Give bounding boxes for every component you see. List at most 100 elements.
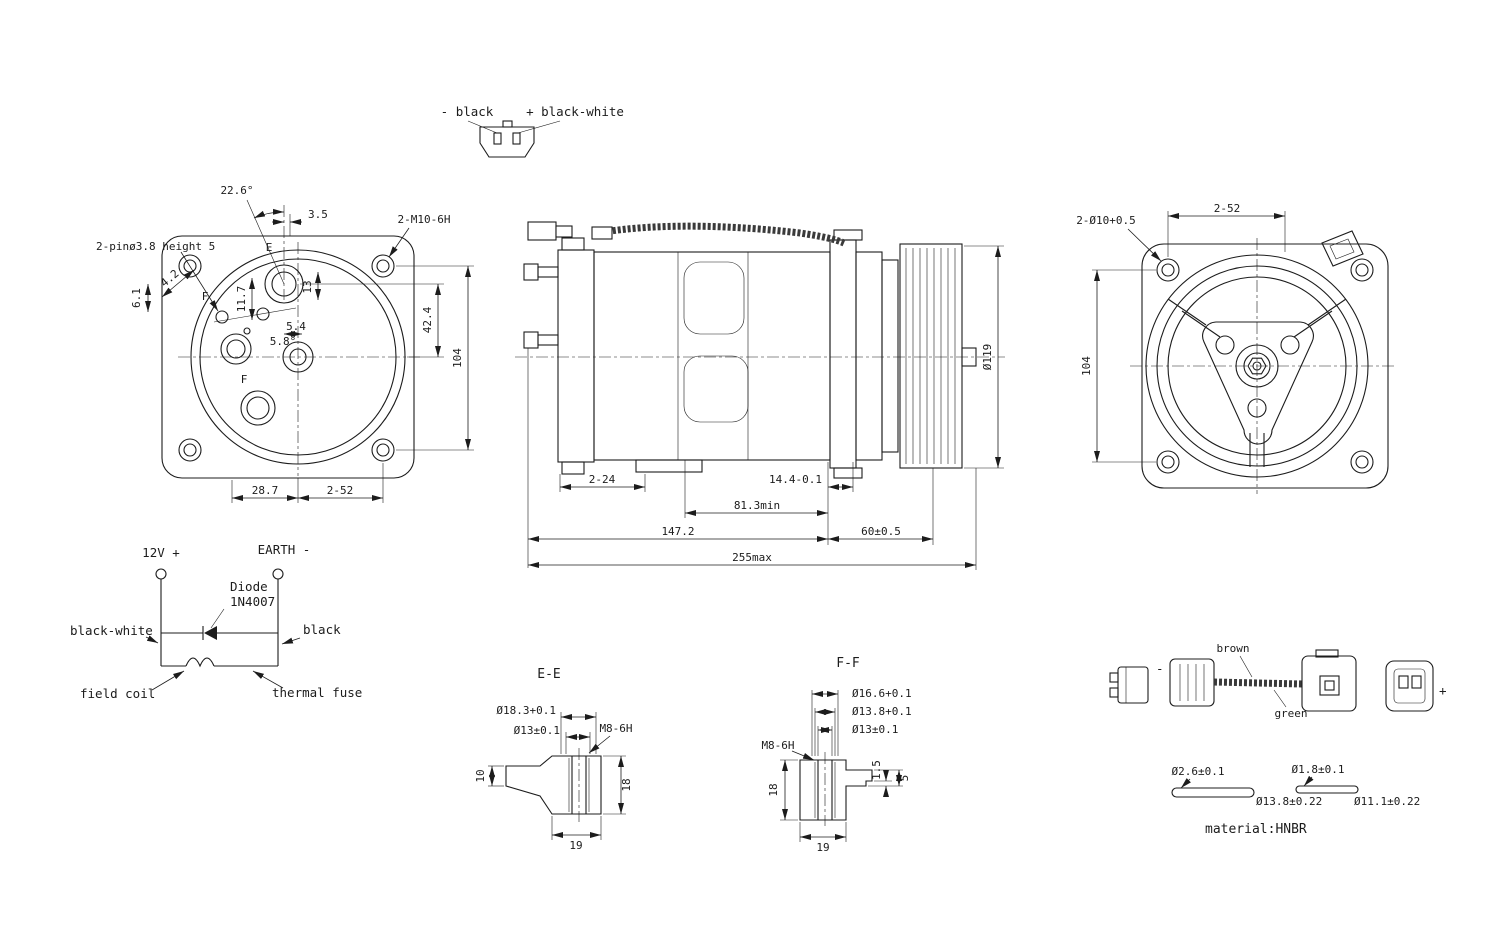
clutch-armature <box>881 259 899 453</box>
mini-connector <box>1117 666 1149 704</box>
dim-255: 255max <box>732 551 772 564</box>
front-view: 22.6° 3.5 2-M10-6H 2-pinø3.8 height 5 4.… <box>96 184 474 503</box>
oring-right <box>1295 785 1359 794</box>
mating-connector <box>1385 660 1434 712</box>
mounting-foot <box>635 459 703 473</box>
section-marker-f2: F <box>241 373 248 386</box>
section-ee: E-E Ø18.3+0.1 Ø13±0.1 M8-6H 10 18 19 <box>474 667 633 852</box>
thermal-fuse-label: thermal fuse <box>272 685 362 700</box>
section-marker-e: E <box>266 241 273 254</box>
clutch-plate <box>1202 321 1314 445</box>
fitting-bottom <box>523 331 539 349</box>
dim-pulley-dia: Ø119 <box>981 344 994 371</box>
wire-harness <box>597 222 846 247</box>
dim-5-4: 5.4 <box>286 320 306 333</box>
wire-right-label: black <box>303 622 341 637</box>
dim-2-52-front: 2-52 <box>327 484 354 497</box>
dim-22-6: 22.6° <box>220 184 253 197</box>
field-coil-label: field coil <box>80 686 155 701</box>
pin-2 <box>256 307 270 321</box>
harness-negative-label: - <box>1156 661 1164 676</box>
ff-dim-19: 19 <box>816 841 829 854</box>
front-head <box>829 239 857 469</box>
harness-connector <box>527 221 557 241</box>
dim-28-7: 28.7 <box>252 484 279 497</box>
harness-plug <box>1301 655 1357 712</box>
wire-brown-label: brown <box>1216 642 1249 655</box>
supply-terminal <box>155 568 167 580</box>
connector-bracket <box>1321 230 1364 267</box>
ee-dim-10: 10 <box>474 769 487 782</box>
power-plug-symbol: - black + black-white <box>441 104 624 158</box>
ee-dim-19: 19 <box>569 839 582 852</box>
ff-dia-13: Ø13±0.1 <box>852 723 898 736</box>
supply-label: 12V + <box>142 545 180 560</box>
field-coil-symbol <box>185 657 215 668</box>
harness-detail: - brown green + <box>1109 642 1447 720</box>
section-ff: F-F Ø16.6+0.1 Ø13.8+0.1 Ø13±0.1 M8-6H 18… <box>761 656 911 854</box>
oring-left <box>1171 787 1255 798</box>
diode-symbol <box>204 626 217 640</box>
dim-11-7: 11.7 <box>235 286 248 313</box>
shaft-nut <box>1247 357 1267 375</box>
plug-shell <box>479 126 535 158</box>
diode-part: 1N4007 <box>230 594 275 609</box>
clutch-view: 2-Ø10+0.5 2-52 104 <box>1076 202 1396 494</box>
pin-callout: 2-pinø3.8 height 5 <box>96 240 215 253</box>
dim-14-4: 14.4-0.1 <box>769 473 822 486</box>
thread-callout: 2-M10-6H <box>398 213 451 226</box>
harness-wire <box>1213 678 1303 688</box>
dim-81-3: 81.3min <box>734 499 780 512</box>
oring-right-cs-label: Ø1.8±0.1 <box>1292 763 1345 776</box>
ff-dia-13-8: Ø13.8+0.1 <box>852 705 912 718</box>
plug-notch <box>502 120 513 128</box>
section-ff-body <box>799 759 873 821</box>
ee-dia-13: Ø13±0.1 <box>514 724 560 737</box>
ff-dim-18: 18 <box>767 783 780 796</box>
dim-6-1: 6.1 <box>130 288 143 308</box>
pulley <box>899 243 963 469</box>
plug-pin-neg <box>493 132 502 145</box>
side-view: 2-24 14.4-0.1 81.3min 147.2 60±0.5 255ma… <box>515 221 1005 570</box>
ee-thread: M8-6H <box>599 722 632 735</box>
ee-dim-18: 18 <box>620 778 633 791</box>
dim-2-52-clutch: 2-52 <box>1214 202 1241 215</box>
oring-details: Ø2.6±0.1 Ø13.8±0.22 Ø1.8±0.1 Ø11.1±0.22 … <box>1171 763 1420 837</box>
dim-3-5: 3.5 <box>308 208 328 221</box>
earth-label: EARTH - <box>258 542 311 557</box>
material-label: material:HNBR <box>1205 822 1307 837</box>
ff-thread: M8-6H <box>761 739 794 752</box>
dim-5-8: 5.8° <box>270 335 297 348</box>
dim-42-4: 42.4 <box>421 306 434 333</box>
wire-left-label: black-white <box>70 623 153 638</box>
harness-connector-body <box>1169 658 1215 707</box>
plug-pin-pos <box>512 132 521 145</box>
dim-2-24: 2-24 <box>589 473 616 486</box>
dim-104-front: 104 <box>451 348 464 368</box>
ff-dim-5: 5 <box>898 775 911 782</box>
dim-147-2: 147.2 <box>661 525 694 538</box>
earth-terminal <box>272 568 284 580</box>
oring-left-cs-label: Ø2.6±0.1 <box>1172 765 1225 778</box>
section-marker-f: F <box>202 290 209 303</box>
dim-60: 60±0.5 <box>861 525 901 538</box>
pin-1 <box>215 310 229 324</box>
oring-right-id-label: Ø11.1±0.22 <box>1354 795 1420 808</box>
oring-left-id-label: Ø13.8±0.22 <box>1256 795 1322 808</box>
wiring-diagram: 12V + EARTH - Diode 1N4007 black-white b… <box>70 542 362 701</box>
fitting-top <box>523 263 539 281</box>
diode-label: Diode <box>230 579 268 594</box>
wire-green-label: green <box>1274 707 1307 720</box>
harness-positive-label: + <box>1439 683 1447 698</box>
rear-head <box>557 249 595 463</box>
dim-13: 13 <box>301 280 314 293</box>
hole-callout: 2-Ø10+0.5 <box>1076 214 1136 227</box>
plug-positive-label: + black-white <box>526 104 624 119</box>
plug-negative-label: - black <box>441 104 494 119</box>
section-ff-title: F-F <box>836 656 860 671</box>
ee-dia-18-3: Ø18.3+0.1 <box>496 704 556 717</box>
section-ee-title: E-E <box>537 667 560 682</box>
section-ee-body <box>505 755 602 815</box>
